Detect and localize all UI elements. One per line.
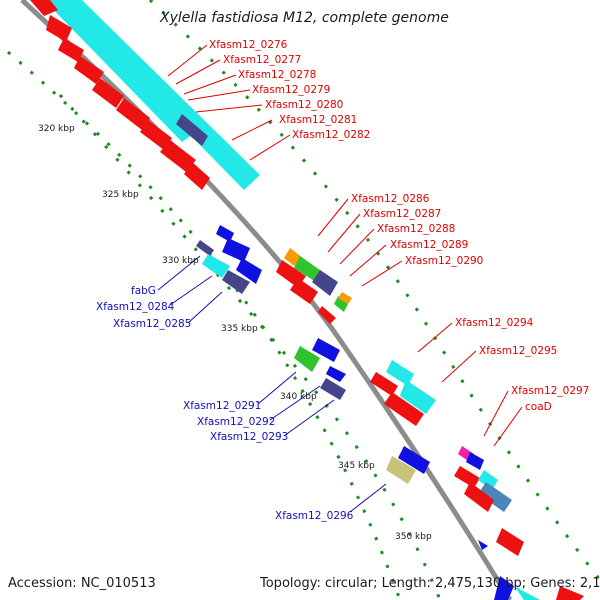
gene-label: Xfasm12_0277 <box>223 54 301 66</box>
kbp-label: 325 kbp <box>102 190 139 200</box>
cds-cluster-0297 <box>454 446 524 556</box>
cyan-feature-band <box>44 0 260 190</box>
gene-label: Xfasm12_0289 <box>390 239 468 251</box>
cds-cluster-0286 <box>276 248 352 324</box>
kbp-label: 330 kbp <box>162 256 199 266</box>
gene-labels-red: Xfasm12_0276 Xfasm12_0277 Xfasm12_0278 X… <box>209 39 589 413</box>
gene-label: Xfasm12_0295 <box>479 345 557 357</box>
gene-label: Xfasm12_0280 <box>265 99 343 111</box>
gene-label: Xfasm12_0294 <box>455 317 534 329</box>
cds-cluster-bottom <box>494 576 584 600</box>
label-leaders-blue <box>157 255 387 513</box>
gene-label: Xfasm12_0286 <box>351 193 430 205</box>
gene-label: fabG <box>131 285 156 297</box>
cds-cluster-330 <box>196 225 262 294</box>
gene-labels-blue: fabG Xfasm12_0284 Xfasm12_0285 Xfasm12_0… <box>96 285 354 522</box>
gene-label: Xfasm12_0297 <box>511 385 589 397</box>
gene-label: Xfasm12_0279 <box>252 84 330 96</box>
map-title: Xylella fastidiosa M12, complete genome <box>159 10 449 26</box>
kbp-label: 335 kbp <box>221 324 258 334</box>
cds-cluster-340 <box>294 338 346 400</box>
cds-arrows-top <box>30 0 210 190</box>
kbp-label: 350 kbp <box>395 532 432 542</box>
kbp-scale: 320 kbp 325 kbp 330 kbp 335 kbp 340 kbp … <box>38 124 432 542</box>
gene-label: Xfasm12_0284 <box>96 301 175 313</box>
gene-label: Xfasm12_0292 <box>197 416 275 428</box>
cds-cluster-0294 <box>370 360 436 426</box>
gene-label: Xfasm12_0291 <box>183 400 261 412</box>
label-leaders-red <box>167 44 523 447</box>
gene-label: Xfasm12_0278 <box>238 69 316 81</box>
cds-cluster-0296 <box>386 446 430 484</box>
gene-label: Xfasm12_0290 <box>405 255 483 267</box>
gene-label: Xfasm12_0276 <box>209 39 288 51</box>
gene-label: coaD <box>525 401 552 413</box>
navy-feature-a <box>176 114 208 146</box>
gene-label: Xfasm12_0285 <box>113 318 191 330</box>
genome-summary-text: Topology: circular; Length: 2,475,130 bp… <box>259 576 600 591</box>
gene-label: Xfasm12_0282 <box>292 129 370 141</box>
gene-label: Xfasm12_0296 <box>275 510 354 522</box>
kbp-label: 340 kbp <box>280 392 317 402</box>
accession-text: Accession: NC_010513 <box>8 576 156 591</box>
gene-label: Xfasm12_0287 <box>363 208 441 220</box>
kbp-label: 320 kbp <box>38 124 75 134</box>
kbp-label: 345 kbp <box>338 461 375 471</box>
gene-label: Xfasm12_0293 <box>210 431 288 443</box>
gene-label: Xfasm12_0281 <box>279 114 357 126</box>
gene-label: Xfasm12_0288 <box>377 223 455 235</box>
